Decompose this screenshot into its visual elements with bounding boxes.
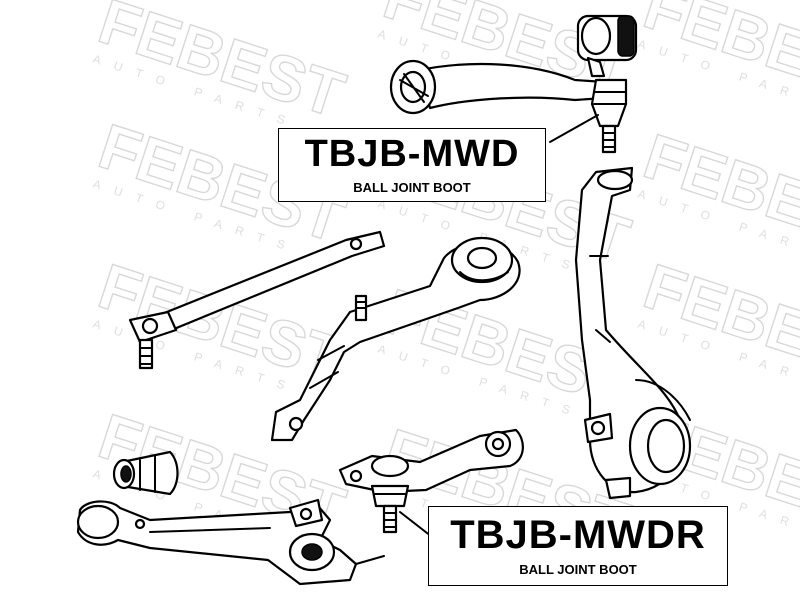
leader-line — [549, 114, 599, 143]
watermark-brand: FEBEST — [636, 0, 800, 116]
upper-control-arm-drawing — [389, 14, 638, 154]
lower-ball-joint-drawing — [338, 428, 524, 541]
lower-control-arm-drawing — [76, 498, 385, 586]
part-description-label: BALL JOINT BOOT — [353, 180, 471, 195]
lower-arm-drawing — [270, 236, 521, 442]
bushing-drawing — [112, 450, 179, 496]
part-description-label: BALL JOINT BOOT — [519, 562, 637, 577]
strut-rod-drawing — [128, 230, 386, 370]
part-number-label: TBJB-MWD — [304, 133, 520, 175]
part-label-upper: TBJB-MWD BALL JOINT BOOT — [278, 128, 546, 202]
part-number-label: TBJB-MWDR — [450, 513, 706, 557]
watermark: FEBEST AUTO PARTS — [635, 249, 800, 397]
steering-knuckle-drawing — [574, 166, 692, 500]
watermark: FEBEST AUTO PARTS — [635, 0, 800, 117]
part-label-lower: TBJB-MWDR BALL JOINT BOOT — [428, 506, 728, 586]
